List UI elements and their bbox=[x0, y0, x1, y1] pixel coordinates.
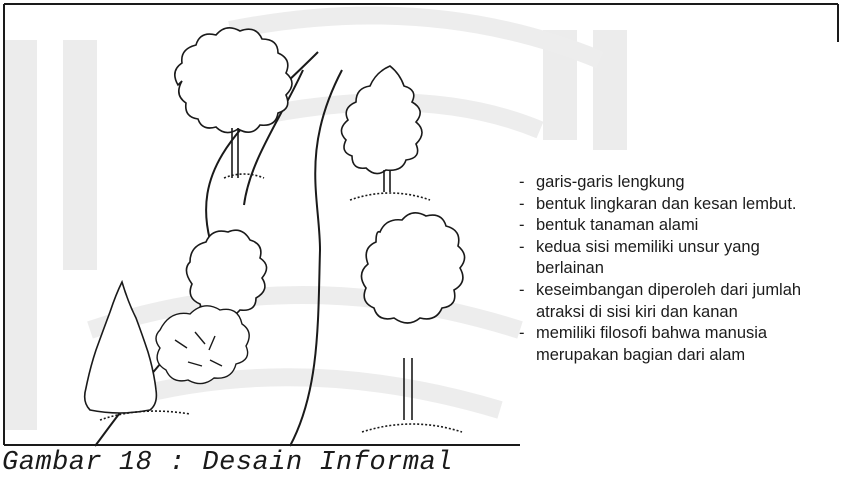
note-item: keseimbangan diperoleh dari jumlah atrak… bbox=[519, 280, 819, 323]
figure-caption: Gambar 18 : Desain Informal bbox=[2, 448, 453, 478]
note-item: bentuk lingkaran dan kesan lembut. bbox=[519, 194, 819, 216]
tree-mid-right bbox=[361, 213, 464, 432]
design-notes-list: garis-garis lengkung bentuk lingkaran da… bbox=[519, 172, 819, 366]
tree-top-right bbox=[341, 66, 430, 200]
note-item: bentuk tanaman alami bbox=[519, 215, 819, 237]
tree-lower-left bbox=[186, 230, 266, 316]
tree-top-left bbox=[175, 28, 292, 178]
note-item: kedua sisi memiliki unsur yang berlainan bbox=[519, 237, 819, 280]
note-item: garis-garis lengkung bbox=[519, 172, 819, 194]
note-item: memiliki filosofi bahwa manusia merupaka… bbox=[519, 323, 819, 366]
shrub-cluster bbox=[156, 306, 249, 384]
